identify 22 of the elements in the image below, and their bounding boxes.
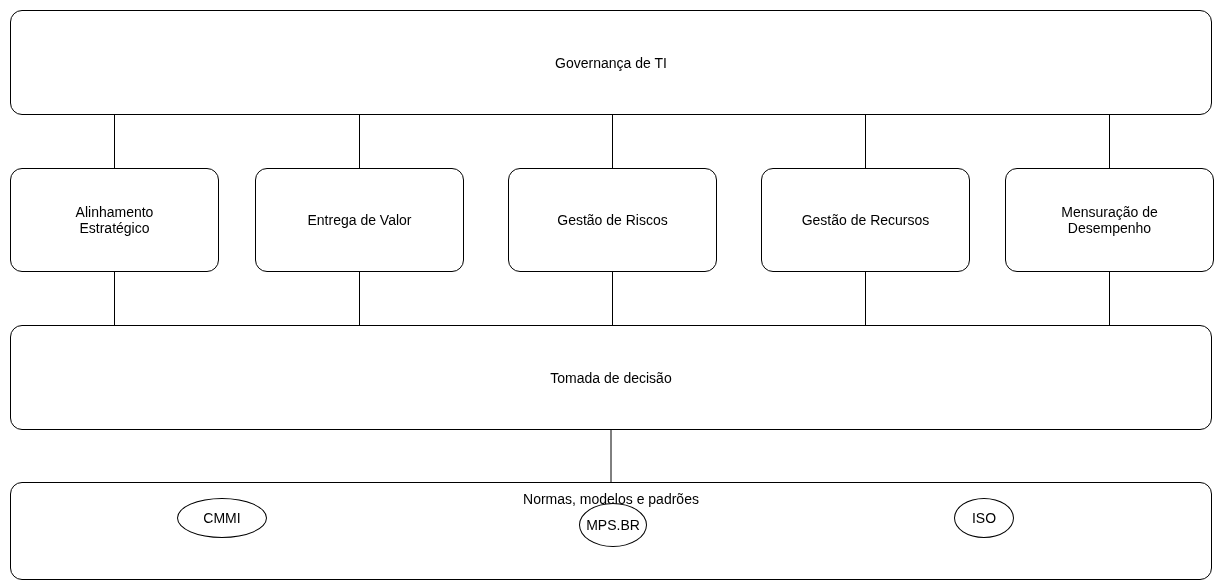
model-ellipse: ISO: [954, 498, 1014, 538]
model-ellipse: MPS.BR: [579, 503, 647, 547]
connector-line: [865, 114, 866, 169]
connector-line: [612, 114, 613, 169]
connector-line: [612, 271, 613, 326]
connector-line: [114, 114, 115, 169]
process-box: Tomada de decisão: [10, 325, 1212, 430]
process-box: Mensuração de Desempenho: [1005, 168, 1214, 272]
process-box: Governança de TI: [10, 10, 1212, 115]
connector-line: [1109, 271, 1110, 326]
connector-line: [1109, 114, 1110, 169]
process-box: Alinhamento Estratégico: [10, 168, 219, 272]
group-box: Normas, modelos e padrões CMMI MPS.BR ISO: [10, 482, 1212, 580]
connector-line: [865, 271, 866, 326]
process-box: Gestão de Riscos: [508, 168, 717, 272]
model-ellipse: CMMI: [177, 498, 267, 538]
connector-line: [610, 429, 612, 483]
connector-line: [359, 271, 360, 326]
process-box: Gestão de Recursos: [761, 168, 970, 272]
process-box: Entrega de Valor: [255, 168, 464, 272]
connector-line: [359, 114, 360, 169]
connector-line: [114, 271, 115, 326]
